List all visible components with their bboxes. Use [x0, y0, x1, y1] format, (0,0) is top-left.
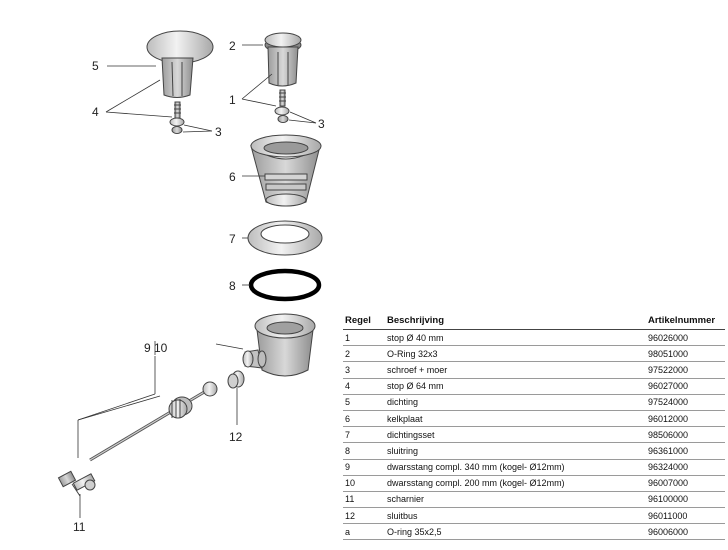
- header-regel: Regel: [343, 314, 385, 330]
- cell-regel: 4: [343, 378, 385, 395]
- callout-2: 2: [229, 39, 236, 53]
- part-9-10-cross-rod: [89, 381, 218, 462]
- part-6-drain-body: [250, 134, 322, 207]
- leader-lines: [77, 44, 317, 518]
- cell-regel: 7: [343, 426, 385, 444]
- cell-artikelnummer: 96027000: [646, 378, 725, 395]
- cell-regel: 1: [343, 329, 385, 347]
- cell-regel: 10: [343, 475, 385, 492]
- part-12-locking-bush: [227, 370, 245, 389]
- cell-regel: a: [343, 523, 385, 541]
- part-1-small-stop-stem: [267, 46, 299, 87]
- part-3-screw-right: [274, 89, 290, 123]
- cell-beschrijving: stop Ø 40 mm: [385, 329, 646, 347]
- cell-artikelnummer: 96011000: [646, 507, 725, 525]
- cell-regel: 9: [343, 459, 385, 476]
- cell-regel: 5: [343, 394, 385, 411]
- cell-regel: 12: [343, 507, 385, 525]
- cell-beschrijving: dichtingsset: [385, 426, 646, 444]
- drain-housing: [242, 313, 316, 377]
- callout-6: 6: [229, 170, 236, 184]
- cell-beschrijving: dwarsstang compl. 200 mm (kogel- Ø12mm): [385, 475, 646, 492]
- cell-regel: 11: [343, 491, 385, 509]
- callout-3-right: 3: [318, 117, 325, 131]
- callout-8: 8: [229, 279, 236, 293]
- part-11-hinge: [57, 470, 96, 497]
- cell-artikelnummer: 96100000: [646, 491, 725, 509]
- cell-regel: 3: [343, 361, 385, 379]
- cell-beschrijving: stop Ø 64 mm: [385, 378, 646, 395]
- header-beschrijving: Beschrijving: [385, 314, 646, 330]
- cell-artikelnummer: 96324000: [646, 459, 725, 476]
- cell-beschrijving: dwarsstang compl. 340 mm (kogel- Ø12mm): [385, 459, 646, 476]
- cell-artikelnummer: 97524000: [646, 394, 725, 411]
- cell-regel: 8: [343, 442, 385, 460]
- cell-beschrijving: O-Ring 32x3: [385, 345, 646, 363]
- callout-12: 12: [229, 430, 243, 444]
- cell-artikelnummer: 96006000: [646, 523, 725, 541]
- callout-3-left: 3: [215, 125, 222, 139]
- cell-beschrijving: O-ring 35x2,5: [385, 523, 646, 541]
- part-7-seal-ring: [247, 220, 323, 256]
- cell-beschrijving: scharnier: [385, 491, 646, 509]
- cell-beschrijving: dichting: [385, 394, 646, 411]
- cell-beschrijving: sluitbus: [385, 507, 646, 525]
- table-header-row: Regel Beschrijving Artikelnummer: [343, 314, 725, 330]
- part-8-black-ring: [248, 268, 322, 302]
- part-4-large-stop-stem: [161, 57, 194, 98]
- cell-artikelnummer: 98051000: [646, 345, 725, 363]
- part-3-screw-left: [169, 101, 185, 134]
- callout-7: 7: [229, 232, 236, 246]
- cell-beschrijving: sluitring: [385, 442, 646, 460]
- callout-11: 11: [73, 520, 86, 534]
- cell-artikelnummer: 96361000: [646, 442, 725, 460]
- cell-regel: 6: [343, 410, 385, 428]
- callout-9-10: 9 10: [144, 341, 168, 355]
- cell-artikelnummer: 96026000: [646, 329, 725, 347]
- callout-1: 1: [229, 93, 236, 107]
- callout-labels: 5 4 3 2 1 3 6 7 8 9 10 12 11: [73, 39, 325, 534]
- cell-artikelnummer: 96007000: [646, 475, 725, 492]
- cell-artikelnummer: 97522000: [646, 361, 725, 379]
- header-artikelnummer: Artikelnummer: [646, 314, 725, 330]
- cell-regel: 2: [343, 345, 385, 363]
- cell-artikelnummer: 98506000: [646, 426, 725, 444]
- cell-beschrijving: schroef + moer: [385, 361, 646, 379]
- cell-artikelnummer: 96012000: [646, 410, 725, 428]
- callout-5: 5: [92, 59, 99, 73]
- callout-4: 4: [92, 105, 99, 119]
- cell-beschrijving: kelkplaat: [385, 410, 646, 428]
